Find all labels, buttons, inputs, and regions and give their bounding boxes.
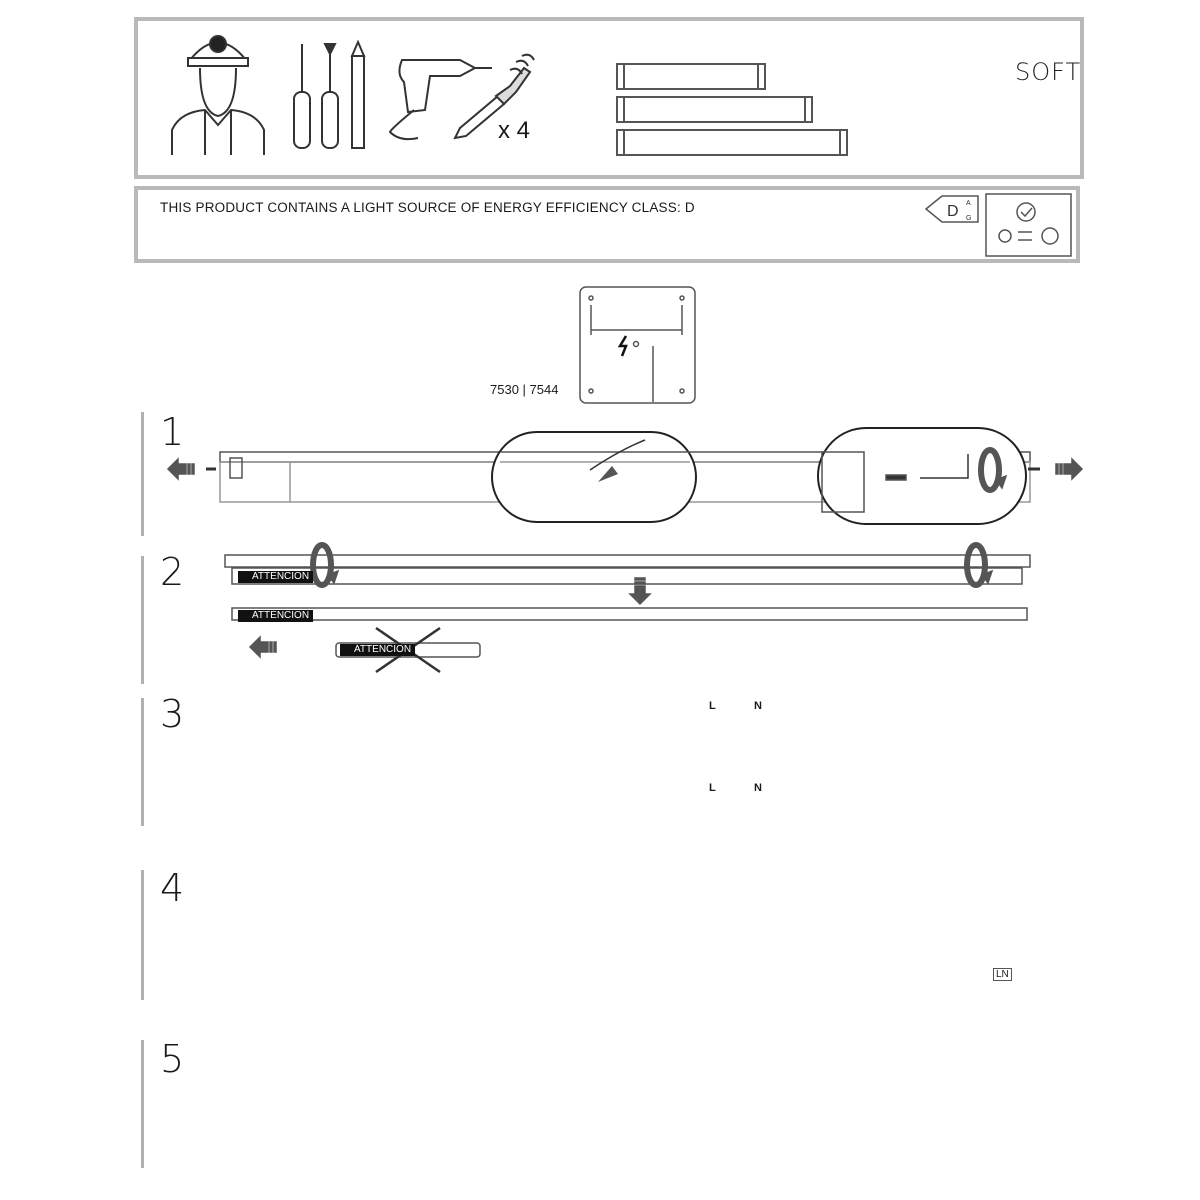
tube-warning-label-crossed: ATTENCION	[340, 644, 416, 656]
terminal-l-bottom: L	[709, 782, 716, 794]
drill-icon	[388, 59, 492, 141]
terminal-l-top: L	[709, 700, 716, 712]
finish-label: SOFT	[1015, 58, 1082, 86]
screwdriver-icon	[293, 43, 339, 149]
energy-notice: THIS PRODUCT CONTAINS A LIGHT SOURCE OF …	[160, 200, 695, 215]
model-numbers: 7530 | 7544	[490, 382, 559, 397]
terminal-n-bottom: N	[754, 782, 762, 794]
step-1-bar	[141, 412, 144, 536]
energy-label-icon: D A G	[924, 193, 1072, 257]
step-4-number: 4	[160, 866, 185, 910]
step-3-number: 3	[160, 692, 185, 736]
svg-text:D: D	[947, 203, 959, 220]
anchor-count: x 4	[498, 117, 531, 144]
energy-panel	[134, 186, 1080, 263]
step-2-drawing	[224, 545, 1031, 674]
step-5-bar	[141, 1040, 144, 1168]
tools-panel	[134, 17, 1084, 179]
step-2-number: 2	[160, 550, 185, 594]
pencil-icon	[350, 39, 366, 149]
tube-warning-label: ATTENCION	[238, 571, 314, 583]
step-2-bar	[141, 556, 144, 684]
step-4-bar	[141, 870, 144, 1000]
svg-text:A: A	[966, 200, 971, 207]
mounting-template	[579, 286, 696, 404]
step-1-number: 1	[160, 410, 185, 454]
tube-warning-label: ATTENCION	[238, 610, 314, 622]
profile-icons	[616, 63, 848, 156]
tube-pin-label: LN	[993, 968, 1012, 981]
step-1-drawing	[167, 427, 1083, 525]
step-3-bar	[141, 698, 144, 826]
svg-text:G: G	[966, 215, 971, 222]
electrician-icon	[171, 35, 265, 155]
wall-plug-icon	[453, 53, 535, 140]
step-5-number: 5	[160, 1037, 185, 1081]
terminal-n-top: N	[754, 700, 762, 712]
